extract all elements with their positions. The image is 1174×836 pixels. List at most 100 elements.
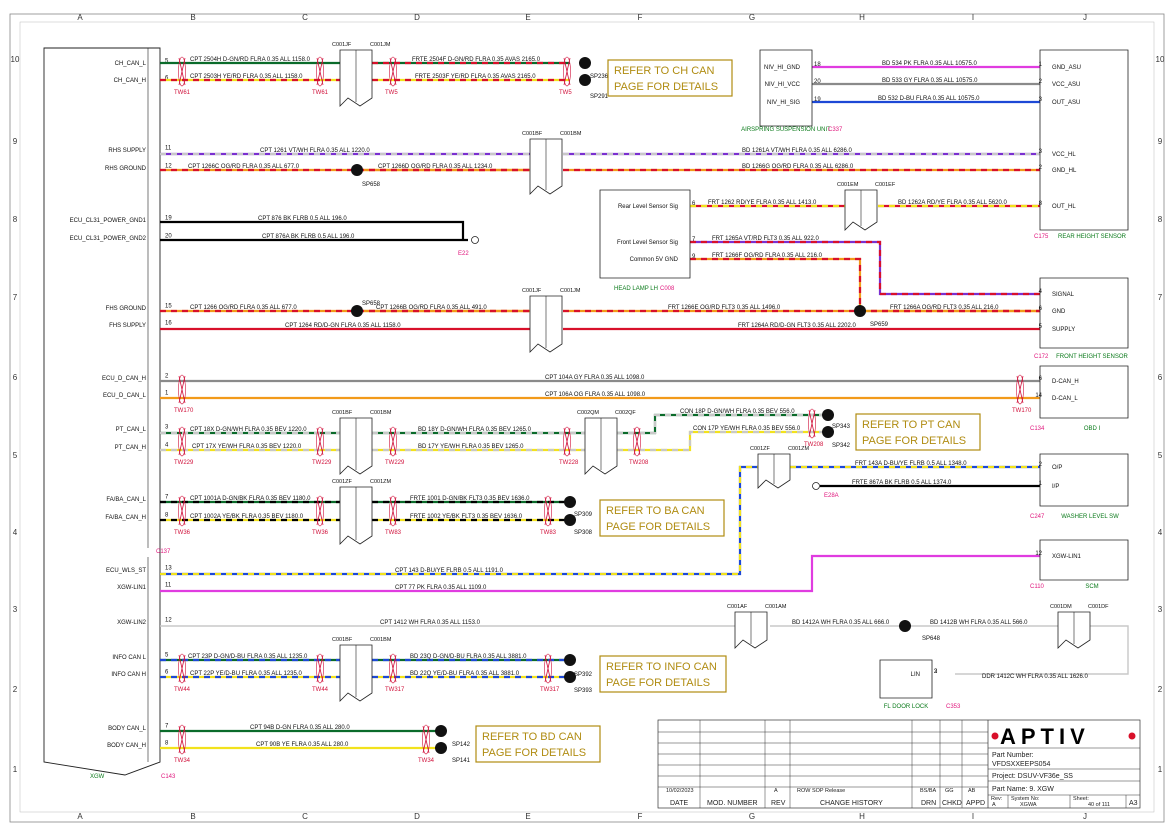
callout-line: REFER TO BD CAN bbox=[482, 731, 582, 743]
wire-label: CPT 1002A YE/BK FLRA 0.35 BEV 1180.0 bbox=[190, 514, 304, 520]
component-airspring bbox=[759, 49, 813, 127]
wire-label: FRT 1266E OG/RD FLT3 0.35 ALL 1496.0 bbox=[668, 305, 781, 311]
ecu-pin-label: RHS SUPPLY bbox=[108, 148, 146, 154]
component-pin-number: 5 bbox=[1039, 324, 1043, 330]
entry-date: 10/02/2023 bbox=[666, 788, 694, 794]
grid-row-right-5: 5 bbox=[1158, 451, 1163, 460]
ecu-pin-label: FA/BA_CAN_L bbox=[106, 497, 146, 503]
grid-col-bottom-J: J bbox=[1083, 812, 1087, 821]
grid-row-left-8: 8 bbox=[13, 215, 18, 224]
inline-connector-label: C001DF bbox=[1088, 604, 1109, 610]
ecu-pin-label: CH_CAN_H bbox=[114, 78, 146, 84]
twist-label: TW317 bbox=[540, 687, 560, 693]
wire-label: FRTE 2503F YE/RD FLRA 0.35 AVAS 2165.0 bbox=[415, 74, 536, 80]
grid-col-bottom-E: E bbox=[525, 812, 530, 821]
ecu-pin-label: FHS SUPPLY bbox=[109, 323, 146, 329]
component-pin-number: 12 bbox=[1035, 551, 1042, 557]
hdr-drn: DRN bbox=[921, 800, 936, 807]
twist-loop bbox=[563, 426, 571, 457]
wire-tracer bbox=[617, 413, 822, 435]
hdr-chkd: CHKD bbox=[942, 800, 962, 807]
component-pin-label: D-CAN_H bbox=[1052, 379, 1079, 385]
component-pin-number: 3 bbox=[1039, 149, 1043, 155]
callout-box bbox=[599, 499, 725, 537]
hdr-history: CHANGE HISTORY bbox=[820, 800, 883, 807]
component-washer bbox=[1039, 453, 1129, 507]
title-block: APTIV Part Number: VFDSXXEEPS054 Project… bbox=[657, 719, 1141, 809]
inline-connector-label: C001EF bbox=[875, 182, 896, 188]
wire-label: BD 18Y D-GN/WH FLRA 0.35 BEV 1265.0 bbox=[418, 427, 532, 433]
grid-col-top-G: G bbox=[749, 13, 755, 22]
component-pin-number: 6 bbox=[1039, 306, 1043, 312]
inline-connector-label: C002QF bbox=[615, 410, 636, 416]
twist-label: TW170 bbox=[1012, 408, 1032, 414]
inline-connector-label: C001JM bbox=[370, 42, 391, 48]
ecu-pin-label: BODY CAN_L bbox=[108, 726, 147, 732]
grid-row-right-4: 4 bbox=[1158, 528, 1163, 537]
twist-loop bbox=[178, 495, 186, 527]
twist-loop bbox=[389, 495, 397, 527]
component-pin-label: Common 5V GND bbox=[630, 257, 679, 263]
component-pin-number: 3 bbox=[1039, 97, 1043, 103]
ecu-pin-number: 8 bbox=[165, 513, 169, 519]
twist-mark bbox=[178, 654, 186, 683]
wire-label: DDR 1412C WH FLRA 0.35 ALL 1626.0 bbox=[982, 674, 1088, 680]
ecu-pin-number: 15 bbox=[165, 304, 172, 310]
logo-dot-left bbox=[991, 732, 999, 740]
component-title: FRONT HEIGHT SENSOR bbox=[1056, 354, 1128, 360]
hdr-appd: APPD bbox=[966, 800, 985, 807]
system-label: System No: bbox=[1011, 796, 1040, 802]
ecu-pin-label: INFO CAN H bbox=[111, 672, 146, 678]
system-value: XGWA bbox=[1020, 802, 1037, 808]
component-pin-label: VCC_ASU bbox=[1052, 82, 1080, 88]
twist-label: TW34 bbox=[174, 758, 191, 764]
wire-label: CPT 2503H YE/RD FLRA 0.35 ALL 1158.0 bbox=[190, 74, 303, 80]
sheet-frame bbox=[9, 13, 1165, 823]
grid-row-right-9: 9 bbox=[1158, 137, 1163, 146]
wire-label: FRTE 1002 YE/BK FLT3 0.35 BEV 1636.0 bbox=[410, 514, 523, 520]
twist-loop bbox=[316, 426, 324, 457]
splice-label: SP142 bbox=[452, 742, 471, 748]
inline-connector-label: C001AF bbox=[727, 604, 748, 610]
twist-loop bbox=[544, 495, 552, 527]
twist-loop bbox=[544, 653, 552, 684]
ecu-pin-number: 20 bbox=[165, 234, 172, 240]
twist-loop bbox=[178, 653, 186, 684]
component-pin-label: NIV_HI_VCC bbox=[765, 82, 801, 88]
wire-label: BD 1412A WH FLRA 0.35 ALL 666.0 bbox=[792, 620, 890, 626]
ecu-pin-number: 4 bbox=[165, 443, 169, 449]
twist-mark bbox=[1016, 375, 1024, 404]
wire-label: CPT 106A OG FLRA 0.35 ALL 1098.0 bbox=[545, 392, 646, 398]
component-pin-label: I/P bbox=[1052, 484, 1059, 490]
twist-mark bbox=[633, 427, 641, 456]
ecu-pin-number: 2 bbox=[165, 374, 169, 380]
twist-mark bbox=[178, 375, 186, 404]
twist-mark bbox=[544, 496, 552, 526]
twist-loop bbox=[808, 408, 816, 439]
callout-line: REFER TO INFO CAN bbox=[606, 661, 717, 673]
ground-label: E28A bbox=[824, 493, 839, 499]
splice-dot bbox=[822, 426, 834, 438]
component-title: WASHER LEVEL SW bbox=[1061, 514, 1119, 520]
component-pin-number: 4 bbox=[1039, 289, 1043, 295]
ecu-pin-label: FA/BA_CAN_H bbox=[105, 515, 146, 521]
component-title: SCM bbox=[1085, 584, 1098, 590]
ecu-pin-number: 7 bbox=[165, 495, 169, 501]
wire-label: FRT 1266F OG/RD FLRA 0.35 ALL 216.0 bbox=[712, 253, 823, 259]
component-pin-label: GND bbox=[1052, 309, 1066, 315]
twist-mark bbox=[316, 496, 324, 526]
splice-dot bbox=[899, 620, 911, 632]
component-pin-number: 1 bbox=[1039, 62, 1043, 68]
wire-label: CPT 2504H D-GN/RD FLRA 0.35 ALL 1158.0 bbox=[190, 57, 311, 63]
wire bbox=[690, 257, 862, 311]
component-pin-label: OUT_ASU bbox=[1052, 100, 1080, 106]
ecu-pin-label: ECU_D_CAN_L bbox=[103, 393, 147, 399]
component-conn: C175 bbox=[1034, 234, 1049, 240]
twist-loop bbox=[316, 495, 324, 527]
splice-label: SP658 bbox=[362, 301, 381, 307]
twist-label: TW170 bbox=[174, 408, 194, 414]
wire-label: CON 17P YE/WH FLRA 0.35 BEV 556.0 bbox=[693, 426, 801, 432]
ecu-pin-label: FHS GROUND bbox=[106, 306, 147, 312]
